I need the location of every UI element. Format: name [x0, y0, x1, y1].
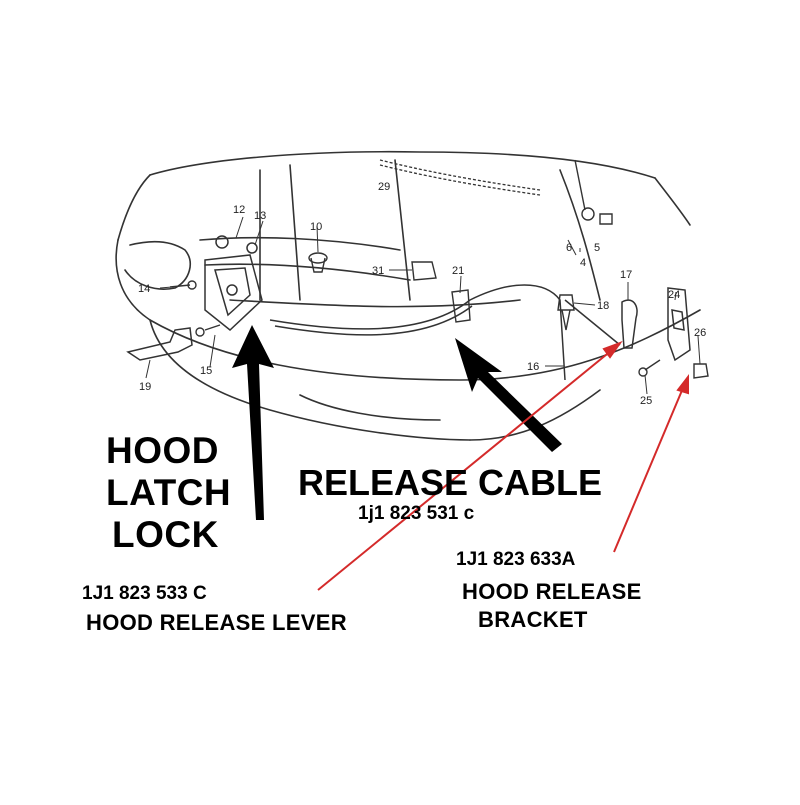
- grommet-part: [557, 294, 575, 331]
- callout-29: 29: [378, 181, 390, 193]
- latch-title-line-3: LOCK: [112, 514, 219, 555]
- latch-handle-part: [126, 327, 193, 361]
- callout-17: 17: [620, 269, 632, 281]
- lever-title: HOOD RELEASE LEVER: [86, 610, 347, 635]
- latch-arrow: [232, 325, 274, 520]
- callout-10: 10: [310, 221, 322, 233]
- lever-red-arrow: [317, 349, 613, 591]
- callout-14: 14: [138, 283, 150, 295]
- callout-21: 21: [452, 265, 464, 277]
- latch-title-line-2: LATCH: [106, 472, 232, 513]
- red-arrows: [317, 340, 689, 591]
- callout-12: 12: [233, 204, 245, 216]
- callout-6: 6: [566, 242, 572, 254]
- car-front-outline: [115, 150, 701, 441]
- callout-31: 31: [372, 265, 384, 277]
- cable-part-number: 1j1 823 531 c: [358, 503, 475, 524]
- bracket-title-line-2: BRACKET: [478, 607, 588, 632]
- callout-19: 19: [139, 381, 151, 393]
- black-arrows: [232, 325, 562, 520]
- bracket-title-line-1: HOOD RELEASE: [462, 579, 642, 604]
- bracket-part-number: 1J1 823 633A: [456, 549, 576, 570]
- release-cable-line: [269, 284, 621, 381]
- cable-bracket-part: [451, 289, 471, 323]
- callout-18: 18: [597, 300, 609, 312]
- small-clip-part: [693, 363, 709, 379]
- callout-26: 26: [694, 327, 706, 339]
- latch-title-line-1: HOOD: [106, 430, 219, 471]
- callout-15: 15: [200, 365, 212, 377]
- bolt-part: [169, 280, 221, 337]
- callout-25: 25: [640, 395, 652, 407]
- callout-24: 24: [668, 289, 680, 301]
- bracket-red-arrow: [613, 387, 684, 553]
- bump-stop-part: [308, 252, 328, 273]
- lever-part-number: 1J1 823 533 C: [82, 583, 207, 604]
- callout-5: 5: [594, 242, 600, 254]
- cable-title: RELEASE CABLE: [298, 462, 603, 503]
- screw-part: [638, 359, 661, 377]
- release-bracket-part: [667, 287, 691, 362]
- cable-arrow: [455, 338, 562, 452]
- release-lever-part: [621, 299, 638, 349]
- hose-29: [379, 159, 541, 196]
- leader-lines: [145, 216, 701, 395]
- callout-13: 13: [254, 210, 266, 222]
- callout-numbers: 29 6 5 4 12 13 10 31 21 17 18 24 26 14 1…: [138, 181, 706, 407]
- hood-latch-part: [204, 235, 263, 331]
- callout-16: 16: [527, 361, 539, 373]
- strut-part: [574, 159, 613, 225]
- clip-part: [411, 261, 437, 281]
- callout-4: 4: [580, 257, 586, 269]
